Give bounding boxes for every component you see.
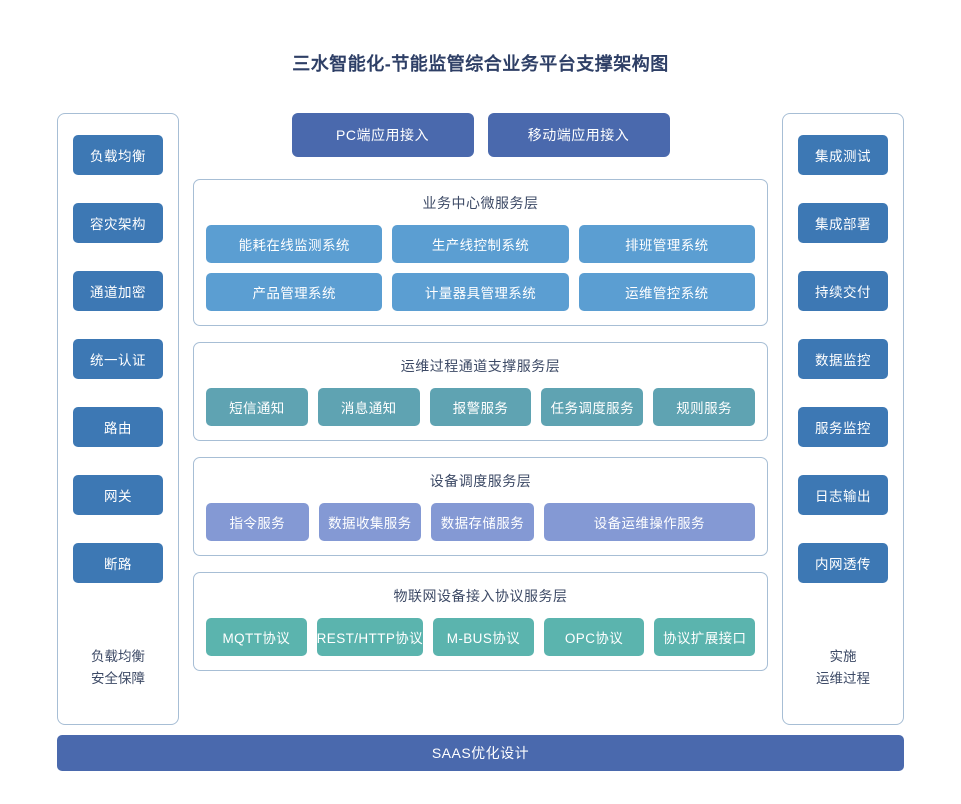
- service-chip-alarm-service[interactable]: 报警服务: [429, 388, 532, 426]
- service-chip-device-ops-operation[interactable]: 设备运维操作服务: [543, 503, 755, 541]
- right-sidebar-footer-line1: 实施: [829, 649, 857, 664]
- center-column: PC端应用接入 移动端应用接入 业务中心微服务层 能耗在线监测系统 生产线控制系…: [193, 113, 768, 725]
- sidebar-item-log-output[interactable]: 日志输出: [798, 475, 888, 515]
- chip-row: 能耗在线监测系统 生产线控制系统 排班管理系统: [206, 225, 755, 263]
- service-chip-task-scheduling[interactable]: 任务调度服务: [541, 388, 644, 426]
- layer-device-scheduling: 设备调度服务层 指令服务 数据收集服务 数据存储服务 设备运维操作服务: [193, 457, 768, 556]
- chip-row: 短信通知 消息通知 报警服务 任务调度服务 规则服务: [206, 388, 755, 426]
- chip-row: MQTT协议 REST/HTTP协议 M-BUS协议 OPC协议 协议扩展接口: [206, 618, 756, 656]
- protocol-chip-extension-interface[interactable]: 协议扩展接口: [654, 618, 756, 656]
- sidebar-item-unified-auth[interactable]: 统一认证: [73, 339, 163, 379]
- service-layers: 业务中心微服务层 能耗在线监测系统 生产线控制系统 排班管理系统 产品管理系统 …: [193, 179, 768, 671]
- sidebar-item-integration-test[interactable]: 集成测试: [798, 135, 888, 175]
- left-sidebar-footer-line2: 安全保障: [91, 671, 145, 686]
- right-sidebar: 集成测试 集成部署 持续交付 数据监控 服务监控 日志输出 内网透传 实施 运维…: [782, 113, 904, 725]
- protocol-chip-opc[interactable]: OPC协议: [543, 618, 645, 656]
- layer-title: 设备调度服务层: [429, 473, 532, 489]
- sidebar-item-data-monitoring[interactable]: 数据监控: [798, 339, 888, 379]
- diagram-body: 负载均衡 容灾架构 通道加密 统一认证 路由 网关 断路 负载均衡 安全保障 P…: [57, 113, 904, 725]
- sidebar-item-routing[interactable]: 路由: [73, 407, 163, 447]
- service-chip-metering-device-management[interactable]: 计量器具管理系统: [392, 273, 569, 311]
- service-chip-shift-management[interactable]: 排班管理系统: [578, 225, 755, 263]
- service-chip-command-service[interactable]: 指令服务: [206, 503, 309, 541]
- layer-business-microservice: 业务中心微服务层 能耗在线监测系统 生产线控制系统 排班管理系统 产品管理系统 …: [193, 179, 768, 326]
- access-buttons-row: PC端应用接入 移动端应用接入: [193, 113, 768, 157]
- left-sidebar-footer-line1: 负载均衡: [91, 649, 145, 664]
- service-chip-product-management[interactable]: 产品管理系统: [206, 273, 383, 311]
- sidebar-item-disaster-recovery[interactable]: 容灾架构: [73, 203, 163, 243]
- page-title: 三水智能化-节能监管综合业务平台支撑架构图: [292, 54, 669, 74]
- sidebar-item-circuit-breaker[interactable]: 断路: [73, 543, 163, 583]
- pc-access-button[interactable]: PC端应用接入: [291, 113, 474, 157]
- chip-row: 指令服务 数据收集服务 数据存储服务 设备运维操作服务: [206, 503, 755, 541]
- protocol-chip-mbus[interactable]: M-BUS协议: [433, 618, 534, 656]
- layer-iot-protocol-access: 物联网设备接入协议服务层 MQTT协议 REST/HTTP协议 M-BUS协议 …: [193, 572, 768, 671]
- layer-title: 物联网设备接入协议服务层: [393, 588, 568, 604]
- service-chip-sms-notify[interactable]: 短信通知: [206, 388, 308, 426]
- layer-title: 运维过程通道支撑服务层: [400, 358, 561, 374]
- sidebar-item-gateway[interactable]: 网关: [73, 475, 163, 515]
- service-chip-message-notify[interactable]: 消息通知: [317, 388, 420, 426]
- sidebar-item-intranet-tunnel[interactable]: 内网透传: [798, 543, 888, 583]
- left-sidebar: 负载均衡 容灾架构 通道加密 统一认证 路由 网关 断路 负载均衡 安全保障: [57, 113, 179, 725]
- saas-optimization-bar[interactable]: SAAS优化设计: [57, 735, 904, 771]
- service-chip-ops-control[interactable]: 运维管控系统: [578, 273, 755, 311]
- sidebar-item-service-monitoring[interactable]: 服务监控: [798, 407, 888, 447]
- sidebar-item-load-balance[interactable]: 负载均衡: [73, 135, 163, 175]
- protocol-chip-mqtt[interactable]: MQTT协议: [206, 618, 307, 656]
- service-chip-data-storage[interactable]: 数据存储服务: [431, 503, 534, 541]
- layer-title: 业务中心微服务层: [422, 195, 539, 211]
- sidebar-item-integration-deploy[interactable]: 集成部署: [798, 203, 888, 243]
- right-sidebar-footer: 实施 运维过程: [816, 646, 870, 710]
- chip-row: 产品管理系统 计量器具管理系统 运维管控系统: [206, 273, 755, 311]
- service-chip-data-collection[interactable]: 数据收集服务: [318, 503, 422, 541]
- mobile-access-button[interactable]: 移动端应用接入: [487, 113, 670, 157]
- left-sidebar-footer: 负载均衡 安全保障: [91, 646, 145, 710]
- sidebar-item-channel-encryption[interactable]: 通道加密: [73, 271, 163, 311]
- service-chip-rule-service[interactable]: 规则服务: [653, 388, 755, 426]
- layer-ops-channel-support: 运维过程通道支撑服务层 短信通知 消息通知 报警服务 任务调度服务 规则服务: [193, 342, 768, 441]
- service-chip-energy-monitor[interactable]: 能耗在线监测系统: [206, 225, 383, 263]
- protocol-chip-rest-http[interactable]: REST/HTTP协议: [316, 618, 424, 656]
- service-chip-production-line-control[interactable]: 生产线控制系统: [392, 225, 569, 263]
- sidebar-item-continuous-delivery[interactable]: 持续交付: [798, 271, 888, 311]
- right-sidebar-footer-line2: 运维过程: [816, 671, 870, 686]
